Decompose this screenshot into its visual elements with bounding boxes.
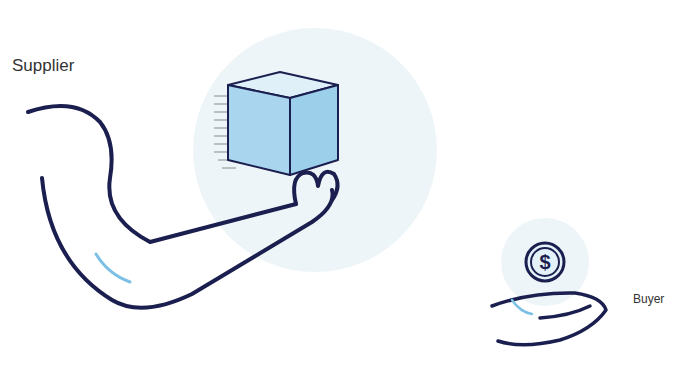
buyer-hand bbox=[492, 293, 606, 345]
currency-symbol: $ bbox=[539, 252, 550, 272]
background-circle bbox=[193, 28, 437, 272]
role-label: Buyer bbox=[633, 292, 664, 306]
coin-circle: $ bbox=[523, 240, 567, 284]
supplier-arm bbox=[28, 106, 338, 308]
accent-stroke bbox=[96, 254, 130, 282]
role-label: Supplier bbox=[12, 56, 74, 76]
box-icon bbox=[228, 72, 338, 175]
accent-stroke bbox=[512, 300, 532, 314]
